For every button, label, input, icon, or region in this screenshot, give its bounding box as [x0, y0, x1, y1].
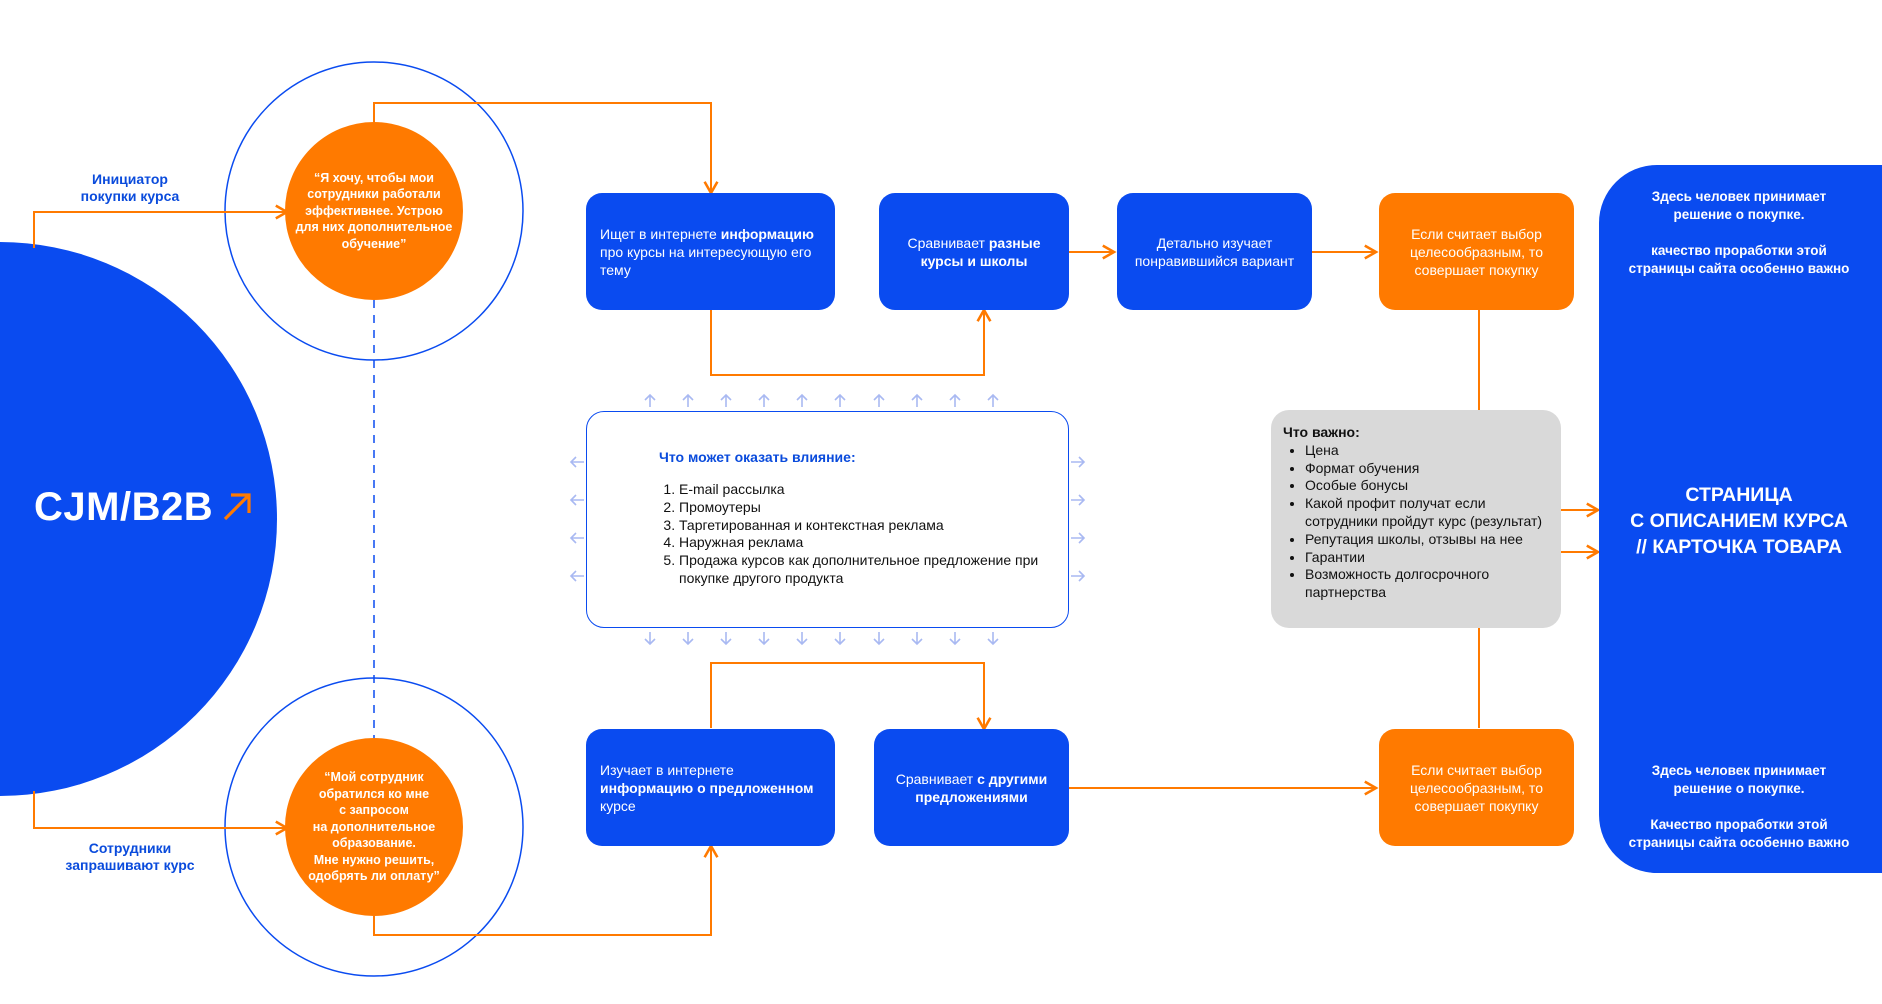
- important-title: Что важно:: [1283, 424, 1360, 440]
- influence-arrow-icon: [949, 632, 961, 646]
- influence-arrow-icon: [569, 532, 584, 544]
- initiator-connector: [33, 204, 290, 248]
- influence-item: Продажа курсов как дополнительное предло…: [679, 552, 1039, 588]
- important-item: Гарантии: [1305, 549, 1549, 567]
- quote-to-study-connector: [373, 843, 719, 936]
- influence-arrow-icon: [758, 632, 770, 646]
- compare-offers-box: Сравнивает с другими предложениями: [874, 729, 1069, 846]
- search-to-compare-connector: [710, 307, 992, 376]
- important-item: Цена: [1305, 442, 1549, 460]
- influence-arrow-icon: [987, 632, 999, 646]
- arrow-up-right-icon: [223, 493, 251, 521]
- influence-arrow-icon: [720, 632, 732, 646]
- important-box: Что важно: Цена Формат обучения Особые б…: [1271, 410, 1561, 628]
- influence-arrow-icon: [796, 393, 808, 407]
- influence-arrow-icon: [834, 393, 846, 407]
- influence-arrow-icon: [720, 393, 732, 407]
- cjm-title: CJM/B2B: [34, 482, 255, 532]
- product-page-panel: [1599, 165, 1882, 873]
- influence-item: Наружная реклама: [679, 534, 1039, 552]
- important-item: Возможность долгосрочного партнерства: [1305, 566, 1549, 602]
- important-list: Цена Формат обучения Особые бонусы Какой…: [1283, 442, 1549, 602]
- search-info-box: Ищет в интернете информацию про курсы на…: [586, 193, 835, 310]
- influence-arrow-icon: [987, 393, 999, 407]
- influence-arrow-icon: [873, 393, 885, 407]
- important-item: Особые бонусы: [1305, 477, 1549, 495]
- influence-arrow-icon: [1071, 456, 1086, 468]
- influence-arrow-icon: [949, 393, 961, 407]
- influence-box: Что может оказать влияние: E-mail рассыл…: [586, 411, 1069, 628]
- influence-title: Что может оказать влияние:: [659, 449, 856, 465]
- important-item: Репутация школы, отзывы на нее: [1305, 531, 1549, 549]
- influence-arrow-icon: [569, 456, 584, 468]
- influence-arrow-icon: [644, 632, 656, 646]
- quote-to-search-connector: [373, 102, 719, 196]
- influence-arrow-icon: [911, 632, 923, 646]
- employees-connector: [33, 791, 290, 836]
- important-item: Какой профит получат если сотрудники про…: [1305, 495, 1549, 531]
- bottom-quote-circle: [285, 738, 463, 916]
- influence-arrow-icon: [644, 393, 656, 407]
- cjm-title-text: CJM/B2B: [34, 484, 214, 529]
- influence-arrow-icon: [1071, 494, 1086, 506]
- influence-arrow-icon: [569, 494, 584, 506]
- influence-item: Промоутеры: [679, 499, 1039, 517]
- influence-arrow-icon: [796, 632, 808, 646]
- study-offer-box: Изучает в интернете информацию о предлож…: [586, 729, 835, 846]
- top-quote-circle: [285, 122, 463, 300]
- cjm-big-circle: [0, 242, 277, 796]
- influence-arrow-icon: [834, 632, 846, 646]
- influence-arrow-icon: [873, 632, 885, 646]
- compare-courses-box: Сравнивает разные курсы и школы: [879, 193, 1069, 310]
- influence-arrow-icon: [911, 393, 923, 407]
- influence-arrow-icon: [1071, 570, 1086, 582]
- important-item: Формат обучения: [1305, 460, 1549, 478]
- study-to-compare-connector: [710, 662, 992, 732]
- influence-item: Таргетированная и контекстная реклама: [679, 517, 1039, 535]
- influence-item: E-mail рассылка: [679, 481, 1039, 499]
- influence-arrow-icon: [682, 632, 694, 646]
- influence-list: E-mail рассылка Промоутеры Таргетированн…: [659, 481, 1039, 588]
- influence-arrow-icon: [1071, 532, 1086, 544]
- influence-arrow-icon: [758, 393, 770, 407]
- study-option-box: Детально изучает понравившийся вариант: [1117, 193, 1312, 310]
- influence-arrow-icon: [682, 393, 694, 407]
- influence-arrow-icon: [569, 570, 584, 582]
